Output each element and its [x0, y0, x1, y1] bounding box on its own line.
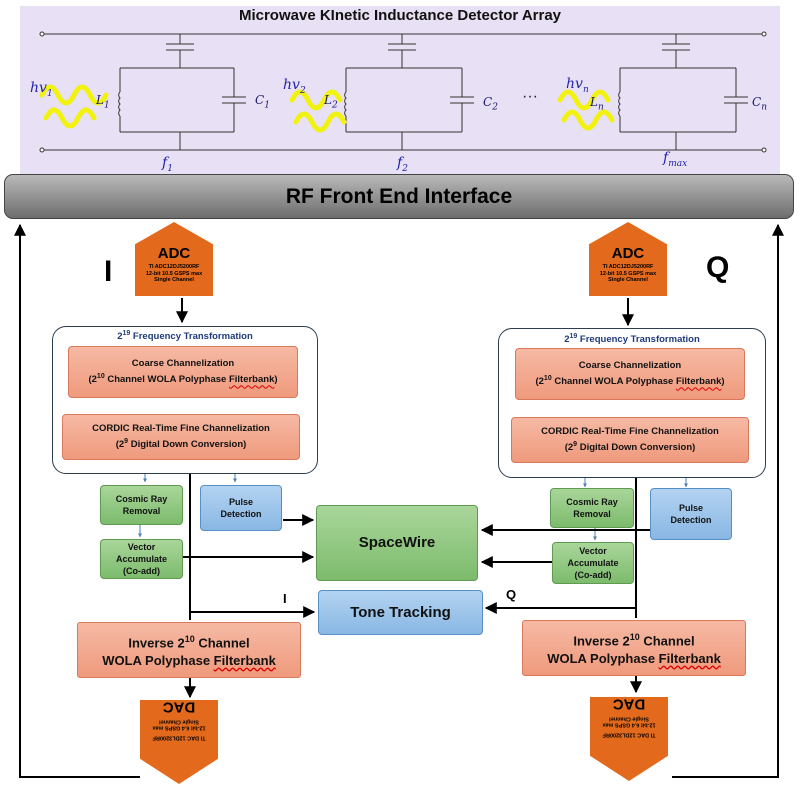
frequency-transformation-title: 219 Frequency Transformation: [117, 330, 253, 343]
capacitor-label: C1: [255, 93, 270, 111]
resonance-frequency-label: fmax: [663, 150, 688, 169]
adc-title: ADC: [157, 245, 191, 262]
inductor-label: Ln: [590, 95, 604, 113]
photon-energy-label: hvn: [566, 76, 589, 95]
mkid-array-title: Microwave KInetic Inductance Detector Ar…: [238, 7, 562, 24]
adc-q-block: ADC TI ADC12DJ5200RF 12-bit 10.5 GSPS ma…: [589, 222, 667, 296]
adc-title: ADC: [611, 245, 645, 262]
adc-spec: 12-bit 10.5 GSPS max: [145, 270, 203, 277]
coarse-channelization-q: Coarse Channelization (210 Channel WOLA …: [515, 348, 745, 400]
coarse-channelization-i: Coarse Channelization (210 Channel WOLA …: [68, 346, 298, 398]
inductor-label: L1: [96, 93, 110, 111]
adc-spec: Single Channel: [154, 277, 194, 283]
capacitor-label: C2: [483, 95, 498, 113]
adc-spec: Single Channel: [608, 277, 648, 283]
inductor-label: L2: [324, 93, 338, 111]
dac-spec: TI DAC 12DL3200RF: [602, 731, 656, 738]
dac-spec: 12-bit 6.4 GSPS max: [602, 722, 656, 728]
cordic-fine-channelization-q: CORDIC Real-Time Fine Channelization (29…: [511, 417, 749, 463]
tone-tracking-block: Tone Tracking: [318, 590, 483, 635]
dac-spec: TI DAC 12DL3200RF: [152, 734, 206, 741]
dac-spec: 12-bit 6.4 GSPS max: [152, 725, 206, 731]
resonator-ellipsis: ···: [522, 88, 538, 105]
dac-title: DAC: [162, 699, 196, 716]
dac-q-block: TI DAC 12DL3200RF 12-bit 6.4 GSPS max Si…: [590, 697, 668, 781]
rf-front-end-interface: RF Front End Interface: [4, 174, 794, 219]
frequency-transformation-title: 219 Frequency Transformation: [564, 333, 700, 346]
inverse-filterbank-i: Inverse 210 Channel WOLA Polyphase Filte…: [77, 622, 301, 678]
capacitor-label: Cn: [752, 95, 767, 113]
adc-spec: 12-bit 10.5 GSPS max: [599, 270, 657, 277]
adc-spec: TI ADC12DJ5200RF: [148, 264, 200, 270]
i-channel-label: I: [104, 255, 113, 288]
cordic-fine-channelization-i: CORDIC Real-Time Fine Channelization (29…: [62, 414, 300, 460]
inverse-filterbank-q: Inverse 210 Channel WOLA Polyphase Filte…: [522, 620, 746, 676]
photon-energy-label: hv1: [30, 80, 53, 99]
tone-input-i-label: I: [283, 591, 287, 606]
tone-input-q-label: Q: [506, 587, 517, 602]
resonance-frequency-label: f2: [397, 155, 408, 174]
dac-title: DAC: [612, 696, 646, 713]
resonance-frequency-label: f1: [162, 155, 173, 174]
photon-energy-label: hv2: [283, 77, 306, 96]
dac-i-block: TI DAC 12DL3200RF 12-bit 6.4 GSPS max Si…: [140, 700, 218, 784]
q-channel-label: Q: [706, 251, 730, 284]
adc-i-block: ADC TI ADC12DJ5200RF 12-bit 10.5 GSPS ma…: [135, 222, 213, 296]
spacewire-block: SpaceWire: [316, 505, 478, 581]
adc-spec: TI ADC12DJ5200RF: [602, 264, 654, 270]
